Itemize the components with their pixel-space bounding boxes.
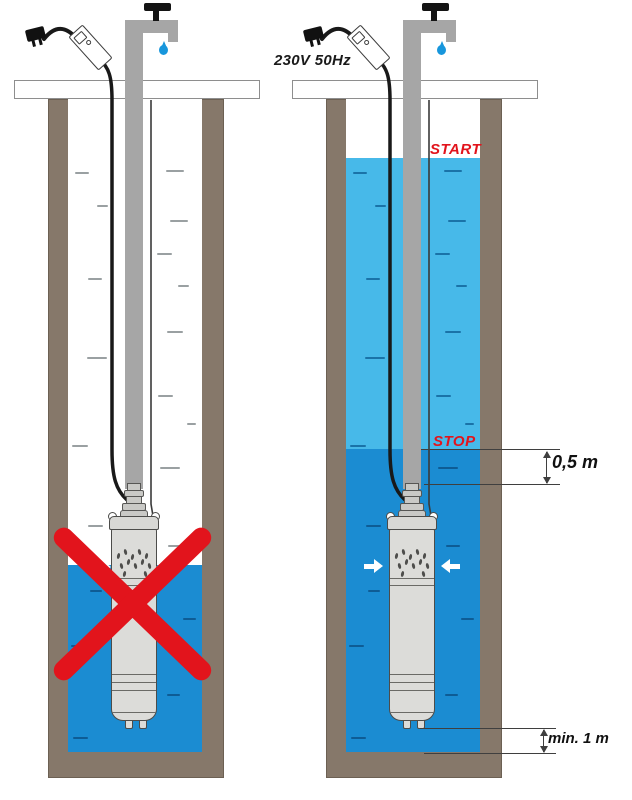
water-level-dash [166, 170, 184, 172]
pump-groove [390, 712, 434, 713]
pump-groove [112, 674, 156, 675]
pump-groove [390, 578, 434, 579]
water-level-dash [97, 205, 108, 207]
dimension-line-well-floor [424, 753, 556, 754]
water-level-dash [75, 172, 89, 174]
power-plug-icon [24, 25, 47, 43]
pump-groove [112, 682, 156, 683]
flow-arrow-icon [441, 559, 460, 573]
water-level-dash [435, 253, 450, 255]
water-level-dash [170, 220, 188, 222]
water-level-dash [167, 331, 183, 333]
water-level-dash [465, 423, 474, 425]
riser-pipe [403, 20, 421, 489]
pump-head [109, 516, 159, 530]
dimension-label-05m: 0,5 m [552, 452, 599, 472]
arrow-shaft [449, 563, 460, 569]
water-level-dash [167, 694, 180, 696]
water-level-dash [168, 545, 182, 547]
water-drop-icon [159, 41, 168, 56]
water-level-dash [353, 172, 367, 174]
water-level-dash [183, 618, 196, 620]
arrow-head [374, 559, 383, 573]
power-plug-icon [302, 25, 325, 43]
water-level-dash [187, 423, 196, 425]
pump-groove [112, 585, 156, 586]
water-level-dash [366, 278, 380, 280]
incorrect-installation-diagram [0, 0, 354, 800]
pump-body [389, 527, 435, 721]
water-level-dash [160, 467, 180, 469]
water-level-dash [366, 525, 381, 527]
water-level-dash [375, 205, 386, 207]
water-level-dash [365, 357, 385, 359]
water-level-dash [445, 694, 458, 696]
water-level-dash [87, 357, 107, 359]
pump-groove [390, 674, 434, 675]
pipe-elbow [403, 20, 456, 33]
water-level-dash [368, 590, 380, 592]
water-level-dash [446, 545, 460, 547]
water-level-dash [349, 645, 364, 647]
water-drop-icon [437, 41, 446, 56]
dimension-line-stop-level [421, 449, 560, 450]
tap-handle-icon [144, 3, 171, 11]
pump-groove [112, 690, 156, 691]
voltage-label: 230V 50Hz [274, 52, 351, 69]
water-level-dash [350, 445, 366, 447]
tap-icon [431, 8, 437, 21]
arrow-head [441, 559, 450, 573]
pump-groove [390, 682, 434, 683]
water-level-dash [445, 331, 461, 333]
tap-icon [153, 8, 159, 21]
water-level-dash [461, 618, 474, 620]
pump-groove [390, 585, 434, 586]
water-level-dash [158, 395, 173, 397]
water-level-dash [351, 737, 366, 739]
tap-handle-icon [422, 3, 449, 11]
pipe-elbow [125, 20, 178, 33]
flow-arrow-icon [364, 559, 383, 573]
start-label: START [430, 141, 482, 158]
pump-head [387, 516, 437, 530]
pump-groove [112, 578, 156, 579]
dimension-arrow [542, 451, 551, 484]
water-level-dash [438, 467, 458, 469]
dimension-line-pump-top [424, 484, 560, 485]
water-level-dash [436, 395, 451, 397]
dimension-arrow [539, 729, 548, 753]
pipe-outlet [446, 31, 456, 42]
pump-groove [390, 690, 434, 691]
submersible-pump [386, 483, 438, 733]
arrow-shaft [364, 563, 375, 569]
dimension-line-pump-bottom [420, 728, 556, 729]
water-level-dash [73, 737, 88, 739]
water-level-dash [90, 590, 102, 592]
water-level-dash [88, 525, 103, 527]
dimension-label-min1m: min. 1 m [548, 730, 609, 747]
stop-label: STOP [433, 433, 476, 450]
control-box-icon [68, 24, 113, 71]
riser-pipe [125, 20, 143, 489]
control-box-icon [346, 24, 391, 71]
pump-groove [112, 712, 156, 713]
water-level-dash [88, 278, 102, 280]
pipe-outlet [168, 31, 178, 42]
water-level-dash [72, 445, 88, 447]
water-level-dash [157, 253, 172, 255]
correct-installation-diagram: 230V 50Hz [274, 0, 632, 800]
water-level-dash [448, 220, 466, 222]
water-level-dash [444, 170, 462, 172]
water-level-dash [456, 285, 467, 287]
water-level-dash [178, 285, 189, 287]
